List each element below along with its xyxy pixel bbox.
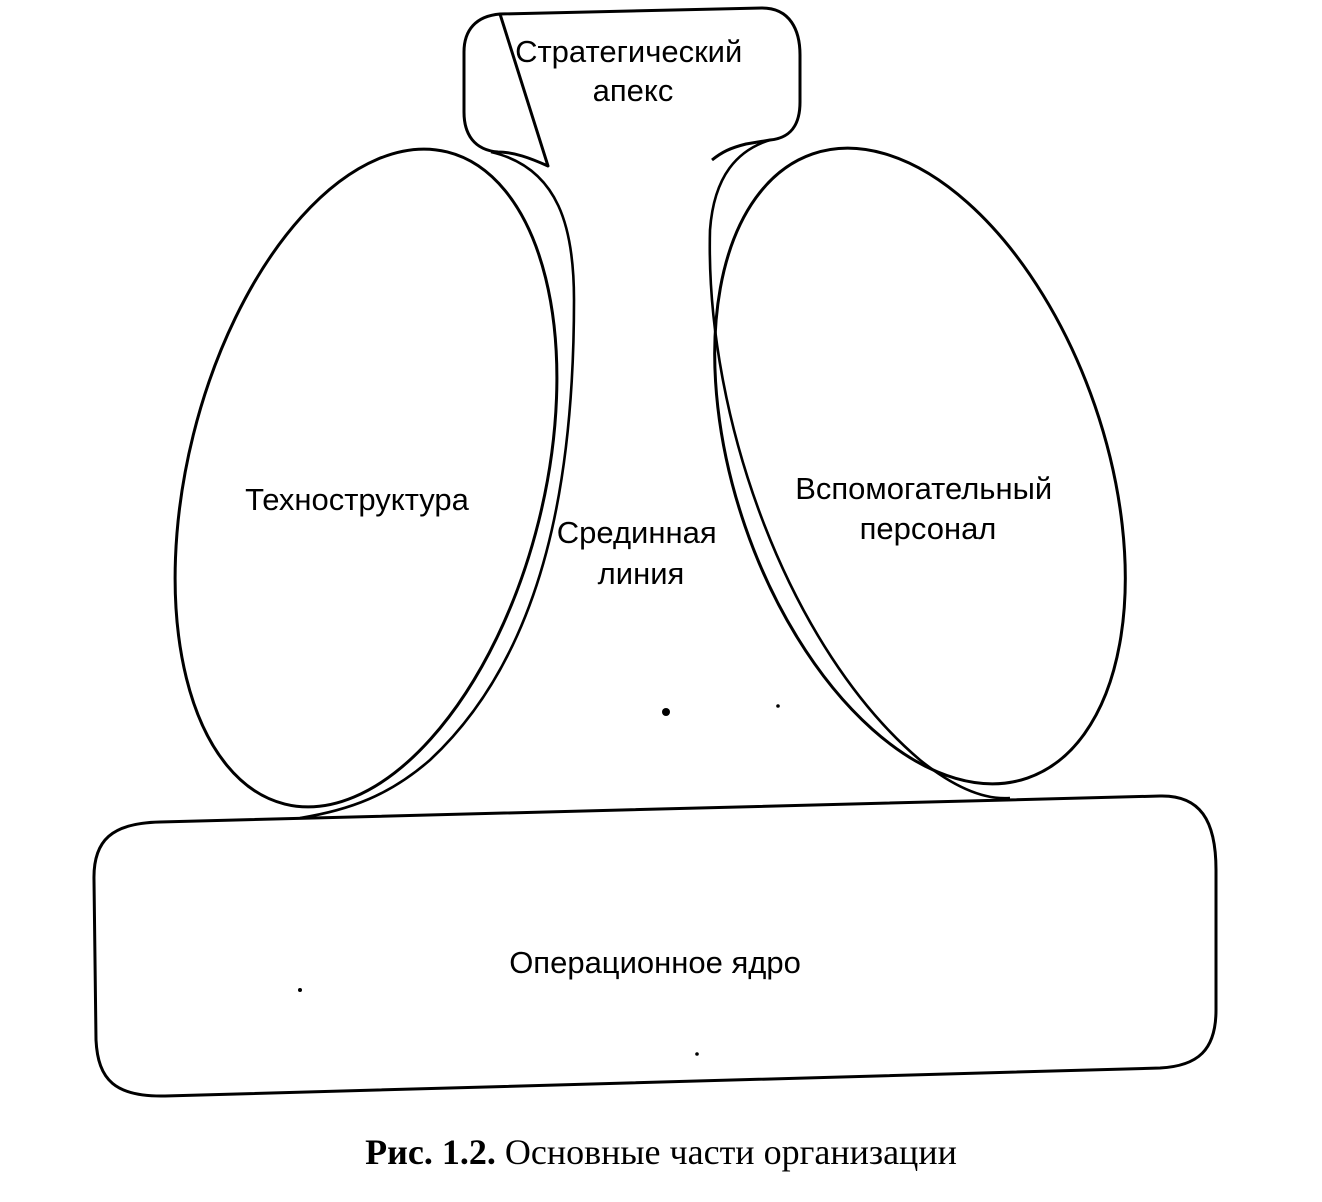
support-staff-label-line1: Вспомогательный (795, 471, 1052, 506)
operating-core-box (92, 794, 1218, 1098)
figure-number: Рис. 1.2. (365, 1132, 496, 1172)
strategic-apex-label-line2: апекс (593, 73, 674, 108)
scan-speck (298, 988, 302, 992)
middle-line-outline (299, 138, 1011, 820)
middle-line-left-edge (299, 150, 576, 820)
strategic-apex-label: Стратегический апекс (515, 34, 751, 108)
middle-line-label-line1: Срединная (557, 515, 717, 550)
middle-line-label-line2: линия (598, 556, 685, 591)
figure-caption: Рис. 1.2. Основные части организации (0, 1131, 1322, 1173)
technostructure-label: Техноструктура (245, 482, 470, 517)
support-staff-ellipse (713, 146, 1127, 786)
support-staff-label-line2: персонал (860, 511, 997, 546)
strategic-apex-box (462, 6, 802, 168)
middle-line-right-edge (708, 138, 1011, 800)
technostructure-label-line1: Техноструктура (245, 482, 470, 517)
scan-speck (695, 1052, 699, 1056)
middle-line-label: Срединная линия (557, 515, 725, 591)
support-staff-label: Вспомогательный персонал (795, 471, 1061, 546)
operating-core-label: Операционное ядро (509, 945, 801, 980)
figure-caption-text: Основные части организации (504, 1132, 957, 1172)
scan-speck (662, 708, 670, 716)
scan-speck (776, 704, 780, 708)
strategic-apex-label-line1: Стратегический (515, 34, 742, 69)
operating-core-label-line1: Операционное ядро (509, 945, 801, 980)
technostructure-ellipse (173, 147, 559, 809)
